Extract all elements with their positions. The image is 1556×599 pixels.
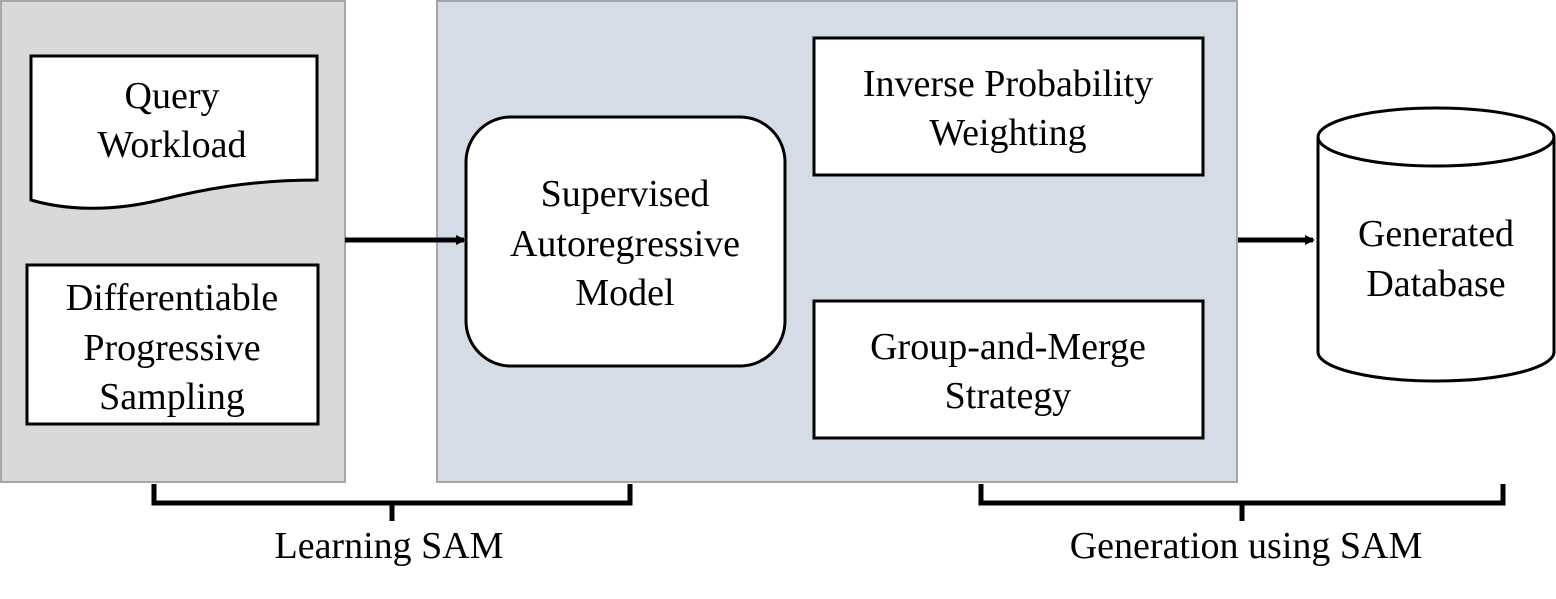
dps-node: Differentiable Progressive Sampling	[25, 263, 320, 426]
dps-line2: Progressive	[83, 327, 260, 369]
learning-label: Learning SAM	[274, 525, 503, 567]
ipw-node: Inverse Probability Weighting	[812, 36, 1205, 177]
dps-line3: Sampling	[99, 376, 245, 418]
database-cylinder-body	[1316, 137, 1556, 383]
gms-box	[812, 299, 1205, 440]
query-workload-line2: Workload	[98, 124, 247, 166]
ipw-line1: Inverse Probability	[863, 63, 1153, 105]
database-cylinder-top	[1316, 106, 1556, 168]
database-line2: Database	[1366, 263, 1505, 305]
database-line1: Generated	[1358, 213, 1514, 255]
dps-line1: Differentiable	[66, 277, 278, 319]
gms-line1: Group-and-Merge	[870, 326, 1146, 368]
generation-brace	[978, 484, 1506, 521]
gms-node: Group-and-Merge Strategy	[812, 299, 1205, 440]
database-node: Generated Database	[1316, 106, 1556, 383]
generation-bracket: Generation using SAM	[978, 484, 1506, 567]
learning-bracket: Learning SAM	[151, 484, 633, 567]
sam-model-line1: Supervised	[541, 173, 710, 215]
generation-label: Generation using SAM	[1070, 525, 1423, 567]
gms-line2: Strategy	[945, 375, 1072, 417]
dps-box	[25, 263, 320, 426]
ipw-box	[812, 36, 1205, 177]
learning-brace	[151, 484, 633, 521]
sam-model-node: Supervised Autoregressive Model	[464, 115, 787, 368]
document-shape	[29, 54, 319, 210]
sam-model-line2: Autoregressive	[510, 223, 740, 265]
sam-model-line3: Model	[575, 272, 674, 314]
ipw-line2: Weighting	[929, 112, 1086, 154]
query-workload-node: Query Workload	[29, 54, 319, 210]
query-workload-line1: Query	[125, 75, 220, 117]
sam-model-box	[464, 115, 787, 368]
